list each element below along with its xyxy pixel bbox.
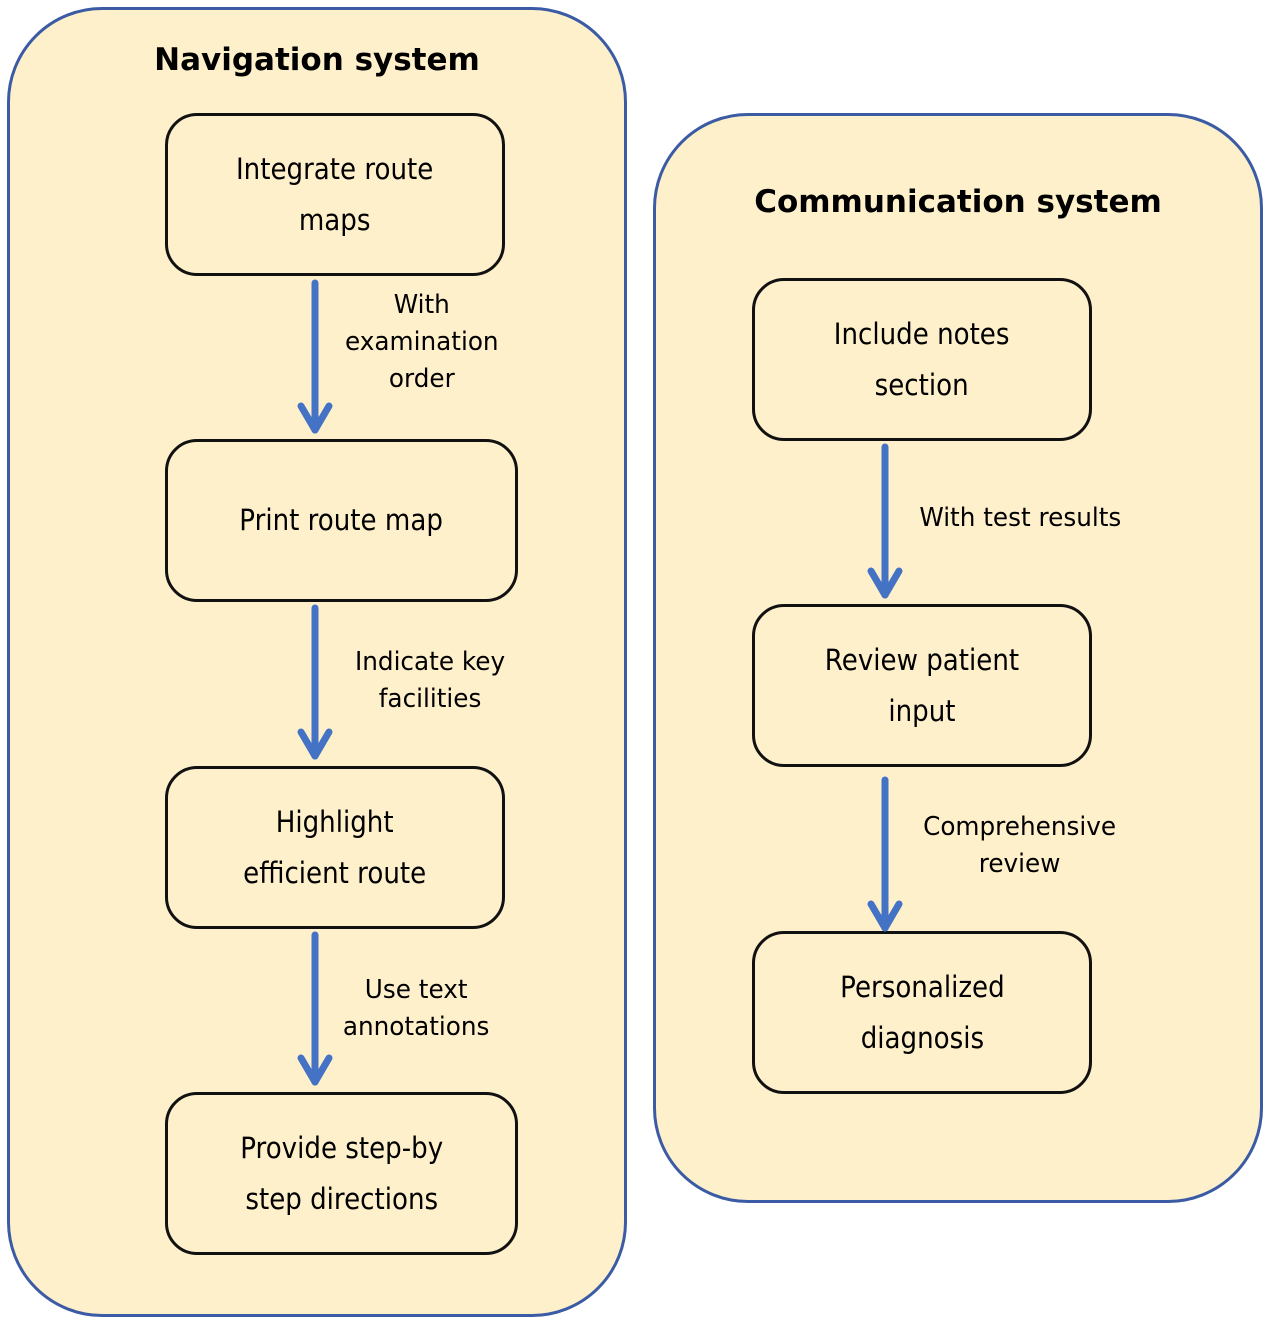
arrow-nav-3 bbox=[297, 931, 333, 1086]
node-text: Review patient input bbox=[824, 642, 1020, 728]
edge-text: Indicate key facilities bbox=[354, 647, 506, 714]
navigation-system-title: Navigation system bbox=[154, 42, 480, 78]
edge-label-comprehensive-review: Comprehensive review bbox=[900, 809, 1140, 883]
node-text: Include notes section bbox=[834, 316, 1010, 402]
edge-label-indicate-key-facilities: Indicate key facilities bbox=[330, 644, 530, 718]
edge-text: With test results bbox=[919, 503, 1121, 533]
node-provide-directions: Provide step-by step directions bbox=[165, 1092, 518, 1255]
edge-label-use-text-annotations: Use text annotations bbox=[316, 972, 516, 1046]
arrow-nav-2 bbox=[297, 604, 333, 760]
node-text: Highlight efficient route bbox=[243, 804, 427, 890]
edge-label-with-examination-order: With examination order bbox=[322, 287, 522, 398]
node-text: Personalized diagnosis bbox=[839, 969, 1005, 1055]
communication-system-title: Communication system bbox=[754, 184, 1162, 220]
edge-text: Use text annotations bbox=[342, 975, 490, 1042]
arrow-comm-2 bbox=[867, 776, 903, 932]
node-review-patient-input: Review patient input bbox=[752, 604, 1092, 767]
arrow-nav-1 bbox=[297, 279, 333, 434]
edge-label-with-test-results: With test results bbox=[900, 500, 1140, 537]
node-text: Print route map bbox=[239, 503, 444, 537]
node-include-notes-section: Include notes section bbox=[752, 278, 1092, 441]
node-text: Provide step-by step directions bbox=[240, 1130, 443, 1216]
edge-text: With examination order bbox=[345, 290, 499, 394]
edge-text: Comprehensive review bbox=[923, 812, 1117, 879]
node-print-route-map: Print route map bbox=[165, 439, 518, 602]
node-text: Integrate route maps bbox=[236, 151, 434, 237]
node-personalized-diagnosis: Personalized diagnosis bbox=[752, 931, 1092, 1094]
node-highlight-efficient-route: Highlight efficient route bbox=[165, 766, 505, 929]
arrow-comm-1 bbox=[867, 443, 903, 599]
node-integrate-route-maps: Integrate route maps bbox=[165, 113, 505, 276]
